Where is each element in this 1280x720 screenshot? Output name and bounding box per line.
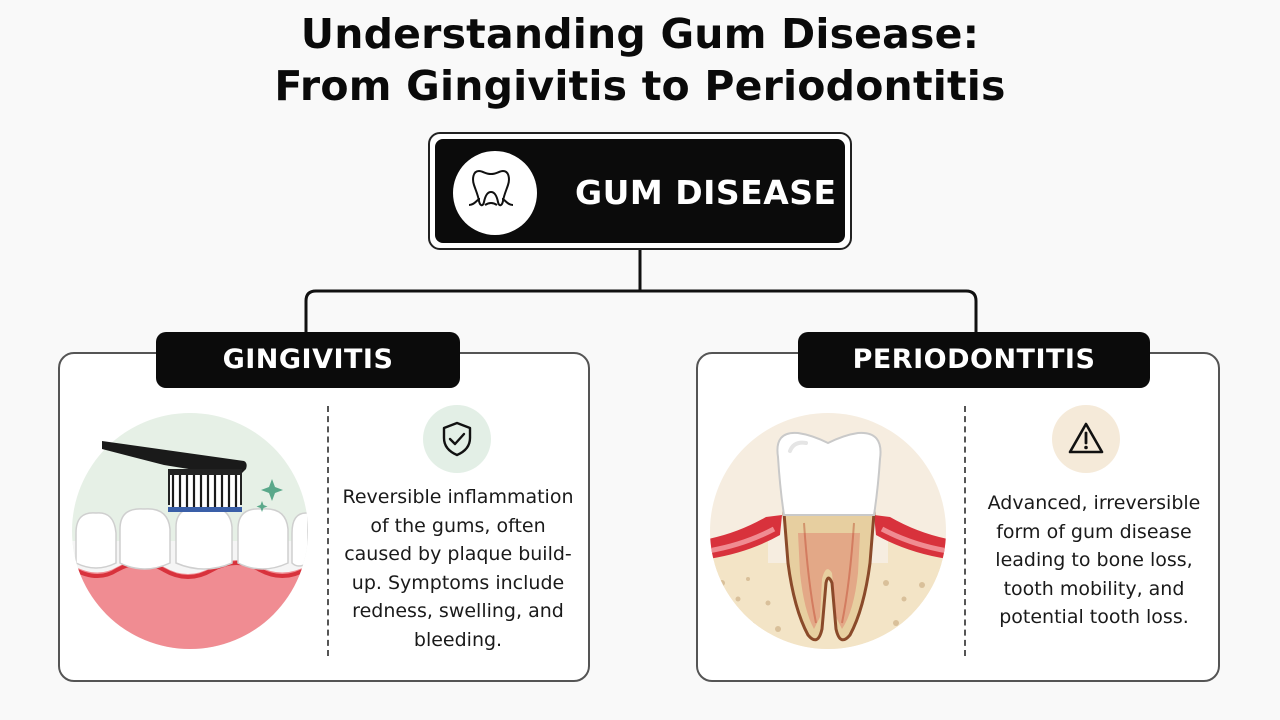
gingivitis-description: Reversible inflammation of the gums, oft… [342, 486, 574, 651]
root-node-gum-disease: GUM DISEASE [428, 132, 852, 250]
connector-to-gingivitis [304, 289, 640, 334]
connector-to-periodontitis [640, 289, 978, 334]
warning-triangle-icon [1052, 405, 1120, 473]
toothbrush-icon [102, 441, 247, 512]
title-line-2: From Gingivitis to Periodontitis [274, 62, 1006, 110]
title-line-1: Understanding Gum Disease: [300, 10, 980, 58]
gingivitis-illustration [72, 413, 308, 649]
sparkle-icon [256, 479, 283, 512]
root-node-label: GUM DISEASE [575, 173, 837, 212]
periodontitis-label: PERIODONTITIS [798, 332, 1150, 388]
shield-check-icon [423, 405, 491, 473]
gingivitis-label: GINGIVITIS [156, 332, 460, 388]
periodontitis-description: Advanced, irreversible form of gum disea… [987, 492, 1201, 628]
periodontitis-divider [964, 406, 966, 656]
periodontitis-illustration [710, 413, 946, 649]
root-node-inner: GUM DISEASE [435, 139, 845, 243]
gingivitis-divider [327, 406, 329, 656]
page-title: Understanding Gum Disease: From Gingivit… [0, 8, 1280, 112]
tooth-gum-icon [453, 151, 537, 235]
